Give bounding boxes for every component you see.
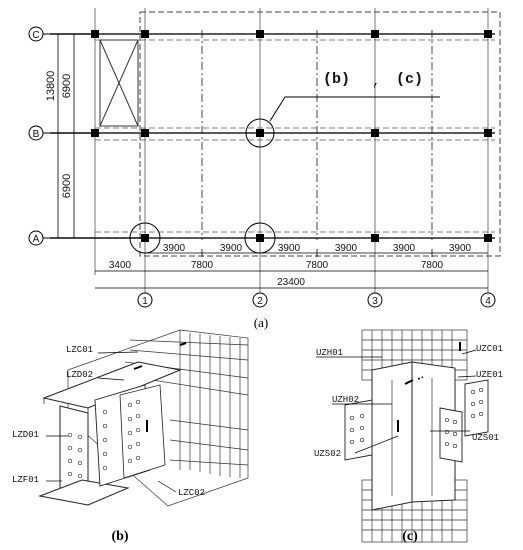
dim-total-vertical: 13800	[45, 71, 57, 102]
label-uzh02: UZH02	[332, 395, 359, 405]
axis-label-1: 1	[142, 296, 148, 307]
axis-label-b: B	[33, 129, 40, 140]
label-lzc02: LZC02	[178, 488, 205, 498]
dim-total-horizontal: 23400	[277, 277, 305, 288]
axis-label-c: C	[32, 30, 39, 41]
axis-label-4: 4	[485, 296, 491, 307]
floor-plan	[50, 8, 501, 298]
leaders-c	[316, 349, 477, 454]
dim-r1-5: 3900	[449, 243, 472, 254]
dim-r1-2: 3900	[278, 243, 301, 254]
axis-label-a: A	[33, 234, 40, 245]
axis-bubbles-horizontal: C B A	[28, 26, 141, 246]
dim-r2-2: 7800	[306, 260, 329, 271]
callout-sep: ,	[372, 74, 380, 90]
axis-bubbles-vertical	[137, 292, 496, 308]
caption-a: (a)	[254, 315, 268, 330]
axis-label-2: 2	[257, 296, 263, 307]
dim-r2-3: 7800	[421, 260, 444, 271]
label-uze01: UZE01	[476, 370, 503, 380]
dim-r1-3: 3900	[335, 243, 358, 254]
caption-c: (c)	[402, 529, 418, 544]
dim-ab: 6900	[61, 174, 73, 198]
label-uzs02: UZS02	[314, 449, 341, 459]
dim-r2-0: 3400	[109, 260, 132, 271]
caption-b: (b)	[111, 529, 128, 544]
dim-r1-0: 3900	[163, 243, 186, 254]
axis-label-3: 3	[372, 296, 378, 307]
beam-splice-drawing	[38, 329, 249, 507]
label-uzs01: UZS01	[472, 433, 499, 443]
bottom-dimensions	[95, 249, 488, 289]
label-lzf01: LZF01	[12, 475, 39, 485]
left-dimensions	[54, 33, 78, 239]
callout-b: (b)	[323, 71, 350, 88]
label-lzd02: LZD02	[66, 370, 93, 380]
label-uzh01: UZH01	[316, 348, 343, 358]
label-lzc01: LZC01	[66, 345, 93, 355]
dim-r1-4: 3900	[393, 243, 416, 254]
leaders-b	[46, 351, 177, 493]
callout-c: (c)	[396, 71, 423, 88]
dim-r2-1: 7800	[191, 260, 214, 271]
bolt-holes-b	[67, 399, 141, 479]
column-splice-drawing	[344, 329, 489, 543]
dim-bc: 6900	[61, 74, 73, 98]
dim-r1-1: 3900	[220, 243, 243, 254]
label-lzd01: LZD01	[12, 430, 39, 440]
label-uzc01: UZC01	[476, 344, 503, 354]
